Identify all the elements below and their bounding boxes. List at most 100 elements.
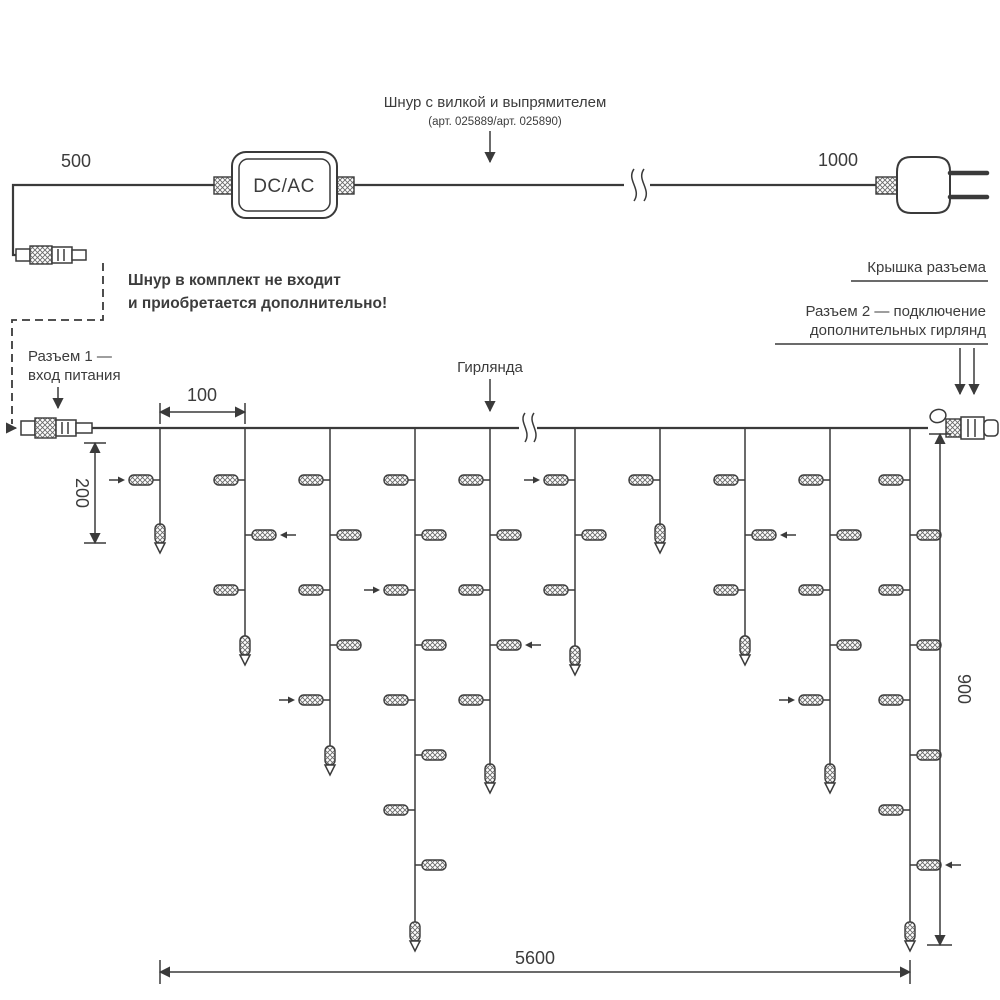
led-bulb: [751, 529, 777, 541]
led-bulb: [421, 749, 447, 761]
connector1-line-1: Разъем 1 —: [28, 348, 112, 365]
cord-output-connector: [15, 245, 87, 265]
dimension-200: 200: [72, 441, 106, 545]
garland-drop-1: [109, 428, 167, 555]
led-bulb: [383, 804, 409, 816]
led-bulb: [251, 529, 277, 541]
bulb-tip-point: [903, 940, 917, 953]
dimension-100: 100: [158, 385, 247, 424]
led-bulb-tip: [904, 921, 916, 942]
flash-arrow-icon: [280, 531, 287, 539]
garland-drop-9: [779, 428, 862, 795]
led-bulb: [298, 584, 324, 596]
led-bulb-tip: [739, 635, 751, 656]
connector1-line-2: вход питания: [28, 367, 121, 384]
garland-label: Гирлянда: [457, 359, 523, 376]
led-bulb: [713, 474, 739, 486]
led-bulb: [128, 474, 154, 486]
garland-input-connector: [20, 417, 93, 439]
bulb-tip-point: [408, 940, 422, 953]
garland-assembly: [20, 408, 999, 953]
garland-drop-5: [458, 428, 541, 795]
garland-drop-10: [878, 428, 961, 953]
dim-5600-label: 5600: [515, 948, 555, 968]
dim-1000-label: 1000: [818, 150, 858, 170]
led-bulb: [798, 694, 824, 706]
flash-arrow-icon: [373, 586, 380, 594]
cap-leash-loop: [929, 408, 947, 424]
led-bulb-tip: [154, 523, 166, 544]
connector-crimp: [15, 248, 31, 262]
flash-arrow-icon: [780, 531, 787, 539]
led-bulb-tip: [239, 635, 251, 656]
led-bulb: [421, 859, 447, 871]
led-bulb: [458, 474, 484, 486]
led-bulb-tip: [324, 745, 336, 766]
led-bulb: [836, 529, 862, 541]
led-bulb-tip: [409, 921, 421, 942]
led-bulb: [213, 474, 239, 486]
connector-barrel: [51, 246, 73, 264]
flash-arrow-icon: [525, 641, 532, 649]
led-bulb: [916, 859, 942, 871]
led-bulb: [878, 474, 904, 486]
bulb-tip-point: [823, 782, 837, 795]
bulb-tip-point: [568, 664, 582, 677]
bulb-tip-point: [238, 654, 252, 667]
led-bulb: [336, 639, 362, 651]
input-plug-tip: [20, 420, 36, 436]
led-bulb: [916, 639, 942, 651]
mains-plug: [875, 156, 990, 214]
note-line-2: и приобретается дополнительно!: [128, 295, 387, 312]
led-bulb: [383, 474, 409, 486]
right-callouts: Крышка разъема Разъем 2 — подключение до…: [775, 259, 988, 396]
optional-cord-dashed-path: [11, 263, 104, 424]
cord-title: Шнур с вилкой и выпрямителем: [384, 94, 607, 111]
led-bulb: [383, 694, 409, 706]
led-bulb: [458, 584, 484, 596]
dim-500-label: 500: [61, 151, 91, 171]
led-bulb: [878, 804, 904, 816]
connector2-line-2: дополнительных гирлянд: [810, 322, 986, 339]
led-bulb: [878, 584, 904, 596]
dimension-5600: 5600: [158, 948, 912, 984]
led-bulb: [916, 529, 942, 541]
connector1-callout: Разъем 1 — вход питания: [28, 348, 121, 410]
led-bulb: [421, 639, 447, 651]
garland-drop-2: [213, 428, 296, 667]
led-bulb: [336, 529, 362, 541]
led-bulb-tip: [824, 763, 836, 784]
bulb-tip-point: [483, 782, 497, 795]
input-plug-hatched: [34, 417, 57, 439]
flash-arrow-icon: [788, 696, 795, 704]
note-line-1: Шнур в комплект не входит: [128, 272, 341, 289]
led-bulb: [836, 639, 862, 651]
input-plug-barrel: [55, 419, 77, 437]
bulb-tip-point: [653, 542, 667, 555]
end-plug-cap: [983, 419, 999, 437]
garland-drop-4: [364, 428, 447, 953]
cord-break-symbol: [631, 168, 647, 202]
cord-article: (арт. 025889/арт. 025890): [428, 116, 562, 128]
led-bulb: [581, 529, 607, 541]
end-plug-barrel: [960, 416, 985, 440]
led-bulb: [628, 474, 654, 486]
input-plug-crimp: [75, 422, 93, 434]
flash-arrow-icon: [118, 476, 125, 484]
garland-drop-3: [279, 428, 362, 777]
led-bulb: [713, 584, 739, 596]
led-bulb: [543, 584, 569, 596]
garland-end-connector: [929, 408, 999, 440]
dim-200-label: 200: [72, 478, 92, 508]
led-bulb: [798, 474, 824, 486]
connector-tip: [71, 249, 87, 261]
garland-drop-6: [524, 428, 607, 677]
led-bulb: [496, 639, 522, 651]
dim-100-label: 100: [187, 385, 217, 405]
dcac-converter: DC/AC: [213, 151, 355, 219]
led-bulb: [213, 584, 239, 596]
led-bulb: [383, 584, 409, 596]
led-bulb: [496, 529, 522, 541]
led-bulb: [543, 474, 569, 486]
